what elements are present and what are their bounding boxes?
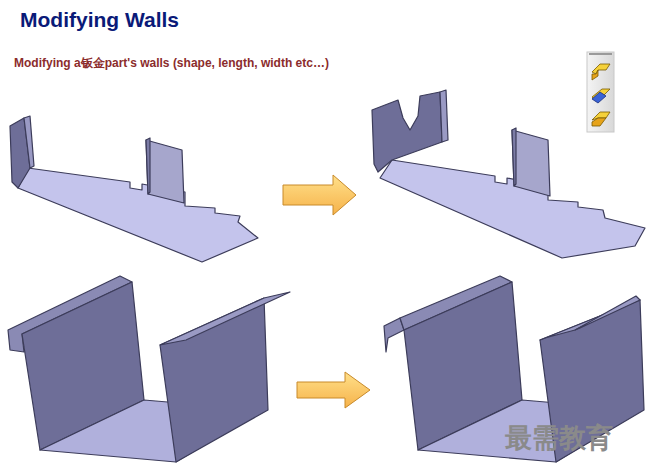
- slide-title: Modifying Walls: [20, 8, 179, 32]
- sheet-metal-part: [384, 276, 644, 462]
- toolbar-icons: [587, 52, 614, 132]
- watermark: 最需教育: [505, 420, 613, 456]
- sheet-metal-part: [8, 276, 290, 462]
- subtitle: Modifying a钣金part's walls (shape, length…: [14, 55, 329, 72]
- transform-arrow: [283, 175, 356, 215]
- sheet-metal-part: [10, 116, 258, 262]
- sheet-metal-part: [372, 90, 645, 258]
- transform-arrow: [297, 372, 370, 408]
